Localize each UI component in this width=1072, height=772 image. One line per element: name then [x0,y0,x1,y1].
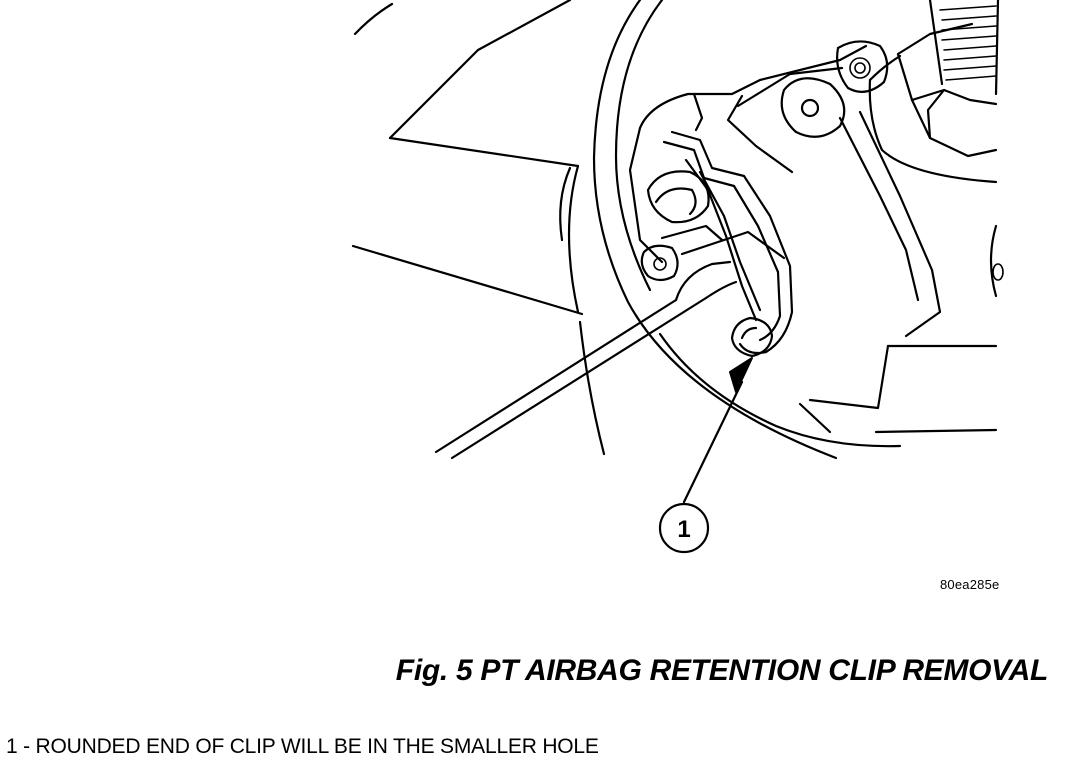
steering-wheel-rim [353,0,902,460]
callout-1: 1 [658,357,753,554]
clip-removal-illustration: 1 [351,0,1004,554]
nut-and-bolt [868,0,1000,184]
legend-item: 1 - ROUNDED END OF CLIP WILL BE IN THE S… [6,735,599,758]
callout-number: 1 [677,516,690,543]
hub-casting [628,40,1004,434]
figure-title: Fig. 5 PT AIRBAG RETENTION CLIP REMOVAL [395,654,1049,687]
screwdriver-tool [434,224,786,460]
image-reference-code: 80ea285e [940,577,1000,592]
wheel-spoke [351,0,584,316]
retention-clip [662,92,794,358]
